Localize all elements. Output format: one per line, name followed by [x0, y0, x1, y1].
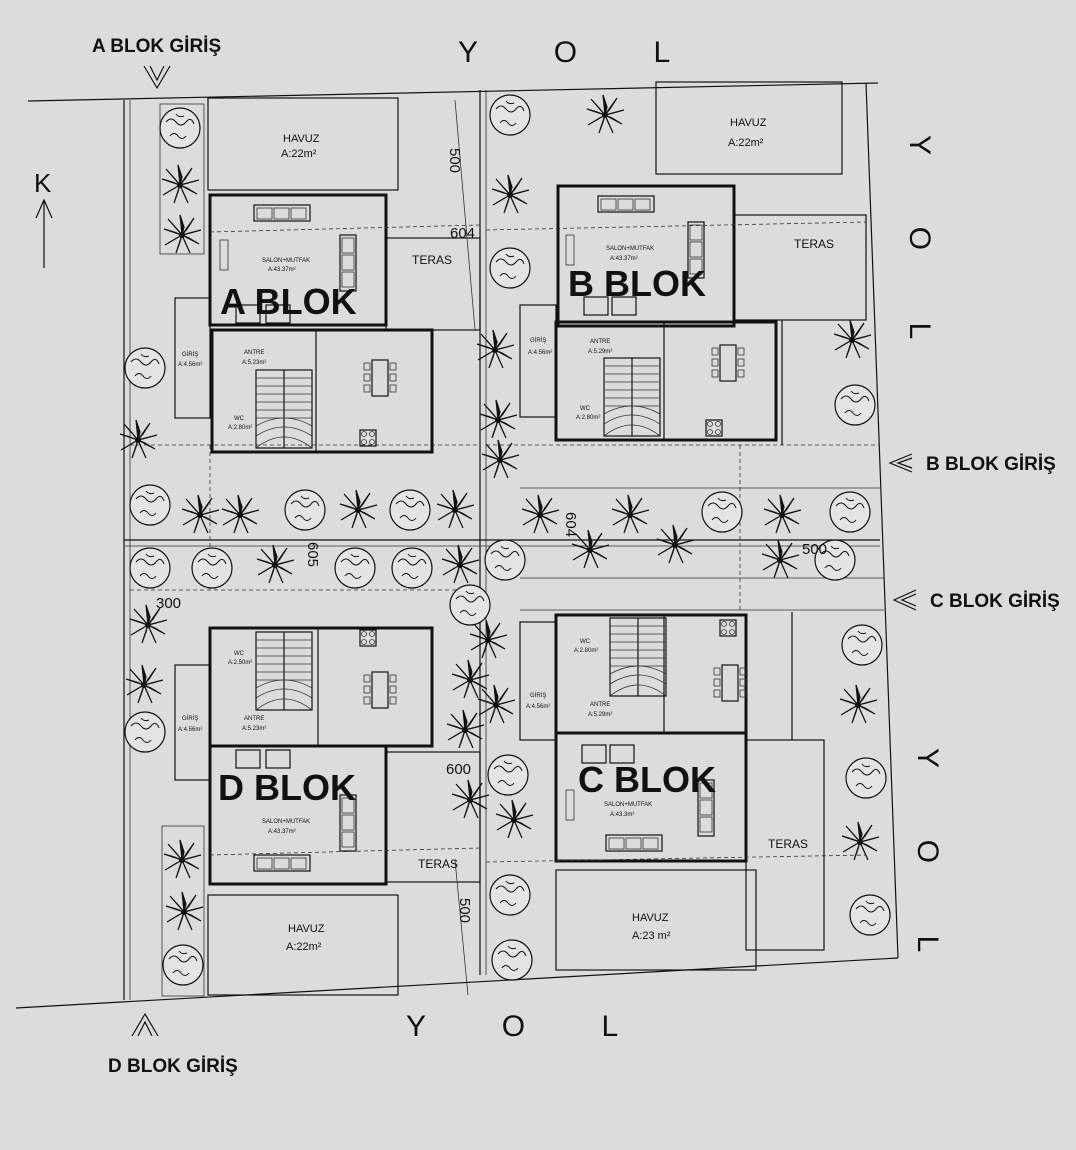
road-right-upper: Y O L — [903, 135, 936, 371]
entry-d-area: A:4.56m² — [178, 727, 202, 733]
road-right-lower: Y O L — [911, 748, 944, 984]
terrace-b — [733, 214, 867, 321]
wc-b-area: A:2.80m² — [576, 415, 600, 421]
terrace-c-label: TERAS — [768, 837, 808, 851]
north-arrow: K — [34, 168, 53, 268]
dim-a-pool: 500 — [446, 148, 463, 173]
gate-label-d: D BLOK GİRİŞ — [108, 1056, 238, 1077]
entry-a-label: GİRİŞ — [182, 351, 198, 358]
hall-b-area: A:5.29m² — [588, 349, 612, 355]
hall-d-area: A:5.23m² — [242, 726, 266, 732]
entry-a-area: A:4.56m² — [178, 362, 202, 368]
pool-b-label: HAVUZ — [730, 117, 767, 129]
pool-a-label: HAVUZ — [283, 133, 320, 145]
hall-b-label: ANTRE — [590, 339, 610, 345]
terrace-a-label: TERAS — [412, 253, 452, 267]
pool-d-area: A:22m² — [286, 941, 322, 953]
entry-c-label: GİRİŞ — [530, 692, 546, 699]
pool-b — [655, 81, 843, 175]
block-c-title: C BLOK — [578, 759, 716, 800]
hall-c-area: A:5.29m² — [588, 712, 612, 718]
salon-a-area: A:43.37m² — [268, 267, 296, 273]
dim-ab-gap: 604 — [450, 225, 475, 242]
pool-a — [207, 97, 399, 191]
wc-d-area: A:2.50m² — [228, 660, 252, 666]
salon-d-area: A:43.37m² — [268, 829, 296, 835]
gate-arrows — [131, 65, 917, 1037]
entry-d-label: GİRİŞ — [182, 715, 198, 722]
hall-a-area: A:5.23m² — [242, 360, 266, 366]
gate-label-b: B BLOK GİRİŞ — [926, 454, 1056, 475]
terrace-a — [385, 237, 481, 331]
pool-a-area: A:22m² — [281, 148, 317, 160]
pool-c-area: A:23 m² — [632, 930, 671, 942]
wc-d-label: WC — [234, 651, 245, 657]
dim-ad-gap: 605 — [304, 542, 321, 567]
block-a-title: A BLOK — [220, 281, 357, 322]
salon-c-label: SALON+MUTFAK — [604, 802, 652, 808]
terrace-d — [385, 751, 481, 883]
gate-label-c: C BLOK GİRİŞ — [930, 591, 1060, 612]
terrace-b-label: TERAS — [794, 237, 834, 251]
dim-d-pool: 500 — [456, 898, 473, 923]
salon-b-label: SALON+MUTFAK — [606, 246, 654, 252]
pool-b-area: A:22m² — [728, 137, 764, 149]
dim-d-side: 300 — [156, 595, 181, 612]
salon-c-area: A:43.3m² — [610, 812, 634, 818]
pool-d — [207, 894, 399, 996]
block-a-plan — [159, 97, 481, 454]
entry-b-area: A:4.56m² — [528, 350, 552, 356]
north-label: K — [34, 168, 52, 198]
hall-c-label: ANTRE — [590, 702, 610, 708]
pool-d-label: HAVUZ — [288, 923, 325, 935]
block-b-title: B BLOK — [568, 263, 706, 304]
dim-b-right: 500 — [802, 541, 827, 558]
pool-c — [555, 869, 757, 971]
hall-a-label: ANTRE — [244, 350, 264, 356]
dim-b-middle: 604 — [562, 512, 579, 537]
block-c-plan — [485, 612, 867, 971]
block-d-title: D BLOK — [218, 767, 356, 808]
entry-b-label: GİRİŞ — [530, 337, 546, 344]
gate-label-a: A BLOK GİRİŞ — [92, 36, 221, 57]
pool-c-label: HAVUZ — [632, 912, 669, 924]
road-top: Y O L — [458, 36, 704, 69]
terrace-d-label: TERAS — [418, 857, 458, 871]
road-bottom: Y O L — [406, 1010, 652, 1043]
hall-d-label: ANTRE — [244, 716, 264, 722]
salon-a-label: SALON+MUTFAK — [262, 258, 310, 264]
wc-a-area: A:2.80m² — [228, 425, 252, 431]
wc-b-label: WC — [580, 406, 591, 412]
entry-c-area: A:4.56m² — [526, 704, 550, 710]
dim-d-terrace: 600 — [446, 761, 471, 778]
wc-c-area: A:2.80m² — [574, 648, 598, 654]
block-b-plan — [485, 81, 867, 445]
salon-b-area: A:43.37m² — [610, 256, 638, 262]
labels: Y O L Y O L Y O L Y O L A BLOK GİRİŞ B B… — [92, 36, 1060, 1077]
block-d-plan — [161, 626, 481, 997]
wc-c-label: WC — [580, 639, 591, 645]
salon-d-label: SALON+MUTFAK — [262, 819, 310, 825]
wc-a-label: WC — [234, 416, 245, 422]
terrace-c — [745, 739, 825, 951]
